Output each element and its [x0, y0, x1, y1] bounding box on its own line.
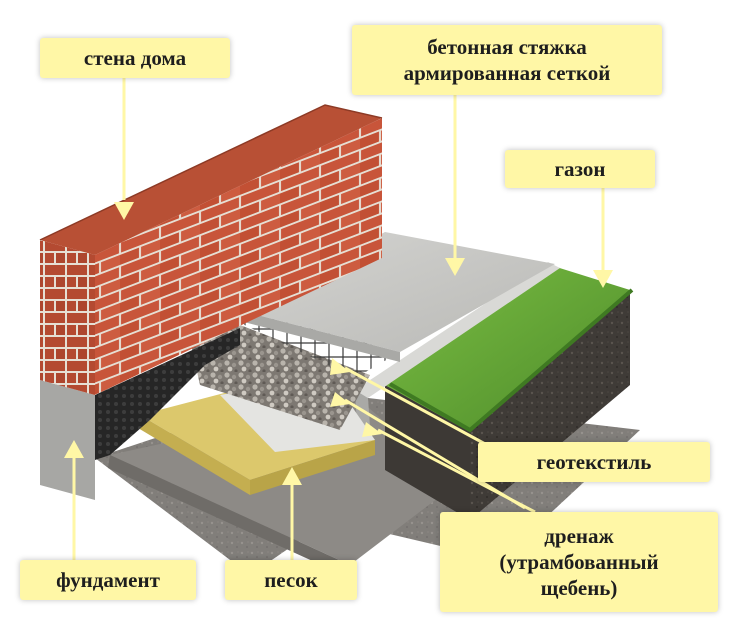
lawn-layer — [385, 265, 634, 433]
house-wall-label: стена дома — [40, 38, 230, 78]
concrete-screed-slab — [236, 232, 555, 362]
foundation-label: фундамент — [20, 560, 196, 600]
leader-lines — [72, 78, 605, 560]
sand-label: песок — [225, 560, 357, 600]
leader-arrowheads — [64, 202, 613, 485]
gravel-layer — [190, 325, 370, 430]
drainage-label: дренаж (утрамбованный щебень) — [440, 512, 718, 612]
geotextile-label: геотекстиль — [478, 442, 710, 482]
lawn-label: газон — [505, 150, 655, 188]
drainage-membrane — [95, 328, 240, 460]
brick-wall — [39, 104, 383, 395]
concrete-screed-label: бетонная стяжка армированная сеткой — [352, 25, 662, 95]
